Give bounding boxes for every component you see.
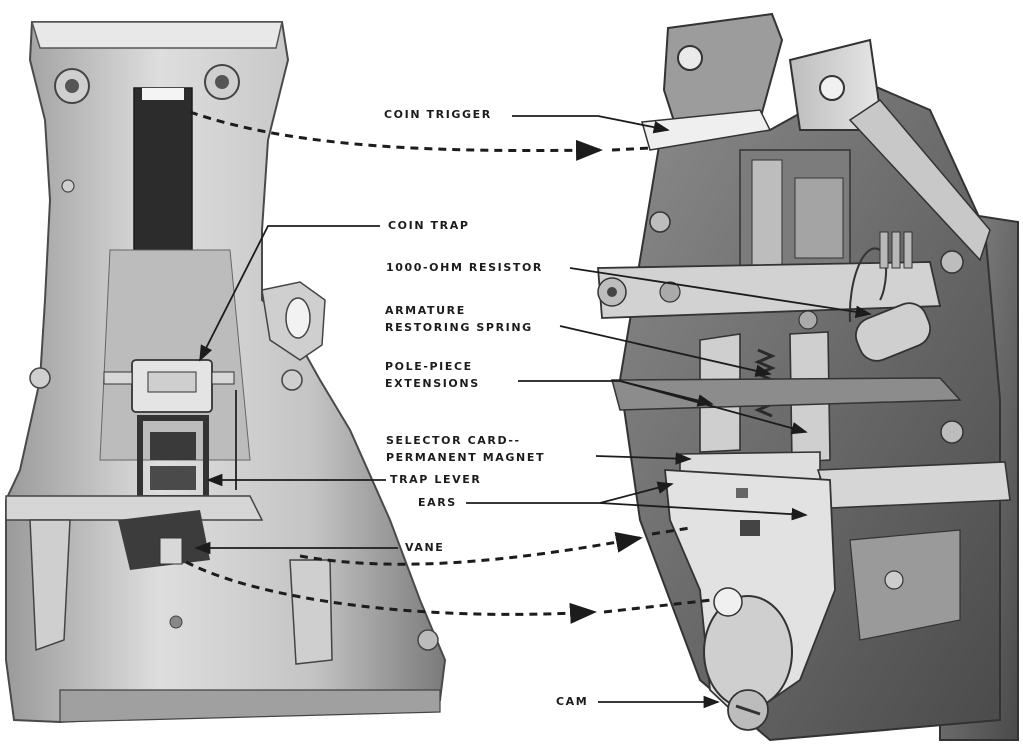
leader-lines (194, 115, 872, 709)
ears-leader-2 (599, 502, 808, 521)
dashed-transfer-lines (185, 110, 713, 624)
pole-label-line1: POLE-PIECE (385, 360, 473, 373)
coin-trigger-dashed-line (189, 110, 603, 161)
pole-piece-extensions-label: POLE-PIECE EXTENSIONS (385, 358, 480, 392)
trap-lever-label: TRAP LEVER (390, 473, 482, 486)
resistor-label: 1000-OHM RESISTOR (386, 261, 543, 274)
coin-trap-label: COIN TRAP (388, 219, 470, 232)
cam-label: CAM (556, 695, 589, 708)
armature-restoring-spring-label: ARMATURE RESTORING SPRING (385, 302, 533, 336)
coin-chute-housing (5, 21, 447, 724)
armature-label-line2: RESTORING SPRING (385, 321, 533, 334)
resistor-leader (569, 267, 872, 319)
selector-mechanism (597, 12, 1019, 742)
ears-label: EARS (418, 496, 457, 509)
armature-leader (559, 325, 772, 377)
coin-trigger-leader (512, 115, 670, 134)
selector-label-line1: SELECTOR CARD-- (386, 434, 521, 447)
selector-card-magnet-label: SELECTOR CARD-- PERMANENT MAGNET (386, 432, 545, 466)
pole-leader-2 (619, 380, 808, 435)
coin-trap-leader (199, 225, 380, 362)
pole-label-line2: EXTENSIONS (385, 377, 480, 390)
selector-leader (595, 452, 692, 465)
vane-dashed-line (299, 531, 643, 566)
armature-label-line1: ARMATURE (385, 304, 466, 317)
vane-label: VANE (405, 541, 445, 554)
cam-dashed-line (185, 560, 597, 624)
selector-label-line2: PERMANENT MAGNET (386, 451, 546, 464)
coin-trigger-label: COIN TRIGGER (384, 108, 492, 121)
